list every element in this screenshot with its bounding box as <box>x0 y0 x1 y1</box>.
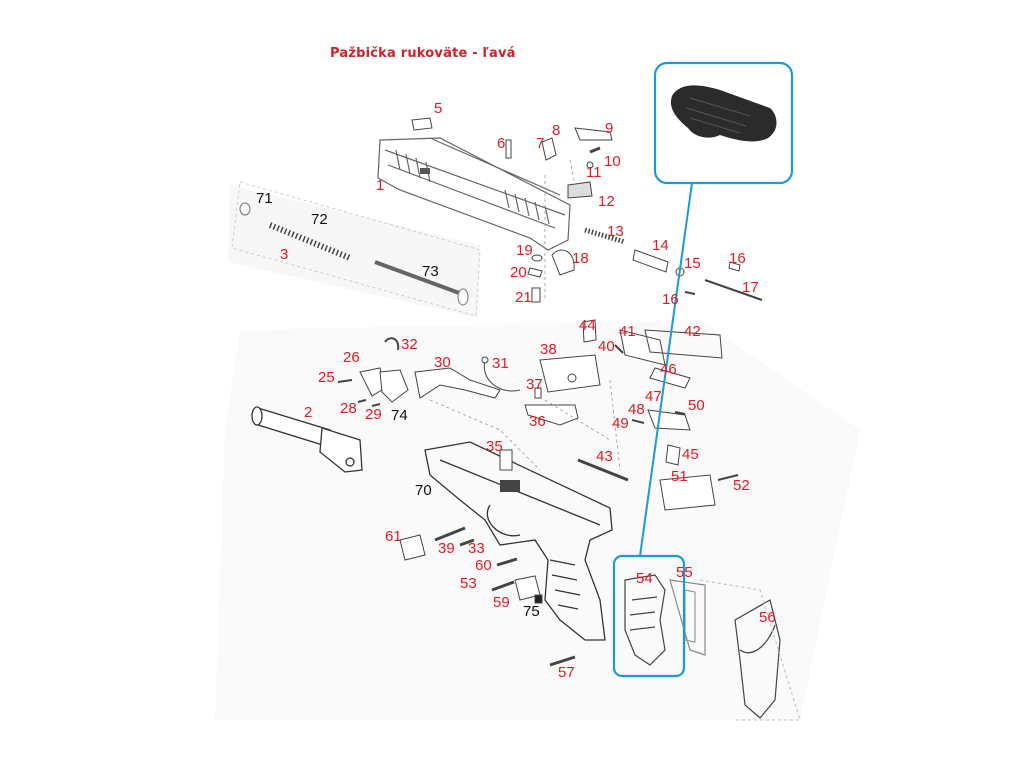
frame-drawing <box>424 441 613 641</box>
part-label-32: 32 <box>401 336 418 353</box>
part-label-6: 6 <box>497 135 505 152</box>
part-label-41: 41 <box>619 323 636 340</box>
part-label-37: 37 <box>526 376 543 393</box>
background-panels <box>215 185 860 720</box>
part-label-46: 46 <box>660 361 677 378</box>
part-label-45: 45 <box>682 446 699 463</box>
part-label-40: 40 <box>598 338 615 355</box>
part-label-71: 71 <box>256 190 273 207</box>
part-label-3: 3 <box>280 246 288 263</box>
part-label-30: 30 <box>434 354 451 371</box>
part-label-20: 20 <box>510 264 527 281</box>
part-label-16: 16 <box>729 250 746 267</box>
part-label-70: 70 <box>415 482 432 499</box>
part-label-1: 1 <box>376 177 384 194</box>
part-label-15: 15 <box>684 255 701 272</box>
part-label-31: 31 <box>492 355 509 372</box>
part-label-72: 72 <box>311 211 328 228</box>
small-parts-drawing <box>337 117 763 667</box>
part-label-18: 18 <box>572 250 589 267</box>
part-label-43: 43 <box>596 448 613 465</box>
part-label-26: 26 <box>343 349 360 366</box>
part-label-42: 42 <box>684 323 701 340</box>
part-label-8: 8 <box>552 122 560 139</box>
part-label-17: 17 <box>742 279 759 296</box>
part-label-11: 11 <box>586 164 602 181</box>
part-label-75: 75 <box>523 603 540 620</box>
part-label-57: 57 <box>558 664 575 681</box>
page-title: Pažbička rukoväte - ľavá <box>330 46 516 61</box>
part-label-10: 10 <box>604 153 621 170</box>
part-label-2: 2 <box>304 404 312 421</box>
part-label-39: 39 <box>438 540 455 557</box>
grip-panel-zoom-image <box>670 85 777 142</box>
part-label-19: 19 <box>516 242 533 259</box>
part-label-44: 44 <box>579 317 596 334</box>
part-highlight-box <box>612 554 686 678</box>
part-label-28: 28 <box>340 400 357 417</box>
part-label-35: 35 <box>486 438 503 455</box>
part-label-14: 14 <box>652 237 669 254</box>
part-label-7: 7 <box>536 135 544 152</box>
part-label-61: 61 <box>385 528 402 545</box>
part-label-5: 5 <box>434 100 442 117</box>
highlight-connector-line <box>639 182 693 557</box>
part-label-51: 51 <box>671 468 688 485</box>
part-label-9: 9 <box>605 120 613 137</box>
part-label-55: 55 <box>676 564 693 581</box>
part-label-47: 47 <box>645 388 662 405</box>
highlight-group <box>612 61 794 678</box>
part-label-36: 36 <box>529 413 546 430</box>
part-label-59: 59 <box>493 594 510 611</box>
part-label-12: 12 <box>598 193 615 210</box>
part-label-25: 25 <box>318 369 335 386</box>
part-label-13: 13 <box>607 223 624 240</box>
part-label-16: 16 <box>662 291 679 308</box>
slide-drawing <box>377 137 571 251</box>
part-label-74: 74 <box>391 407 408 424</box>
part-label-54: 54 <box>636 570 653 587</box>
part-label-21: 21 <box>515 289 532 306</box>
part-label-60: 60 <box>475 557 492 574</box>
part-label-53: 53 <box>460 575 477 592</box>
part-label-38: 38 <box>540 341 557 358</box>
barrel-drawing <box>251 406 363 473</box>
part-label-33: 33 <box>468 540 485 557</box>
grip-guide-line <box>699 579 801 721</box>
zoom-highlight-box <box>653 61 794 185</box>
part-label-48: 48 <box>628 401 645 418</box>
part-label-50: 50 <box>688 397 705 414</box>
part-label-52: 52 <box>733 477 750 494</box>
part-label-73: 73 <box>422 263 439 280</box>
leader-lines <box>429 159 621 471</box>
part-label-49: 49 <box>612 415 629 432</box>
recoil-spring-drawing <box>231 181 481 317</box>
part-label-29: 29 <box>365 406 382 423</box>
part-label-56: 56 <box>759 609 776 626</box>
